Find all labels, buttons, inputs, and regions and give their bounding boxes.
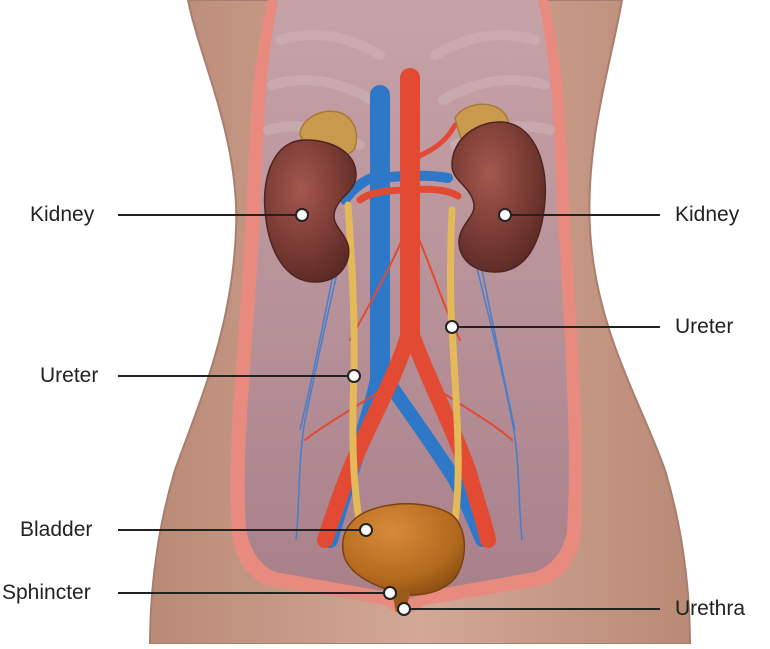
label-kidney-right: Kidney [675,203,740,226]
kidney-right-organ [451,121,547,273]
label-markers [295,208,512,616]
label-ureter-left: Ureter [40,364,99,387]
label-ureter-right: Ureter [675,315,734,338]
marker-urethra [397,602,411,616]
marker-ureter-left [347,369,361,383]
kidney-left-organ [263,139,357,283]
marker-ureter-right [445,320,459,334]
label-urethra: Urethra [675,597,746,620]
marker-kidney-left [295,208,309,222]
bladder-organ [341,503,466,596]
marker-kidney-right [498,208,512,222]
marker-sphincter [383,586,397,600]
label-sphincter: Sphincter [2,581,91,604]
label-bladder: Bladder [20,518,93,541]
label-kidney-left: Kidney [30,203,95,226]
marker-bladder [359,523,373,537]
leader-lines [118,214,660,610]
